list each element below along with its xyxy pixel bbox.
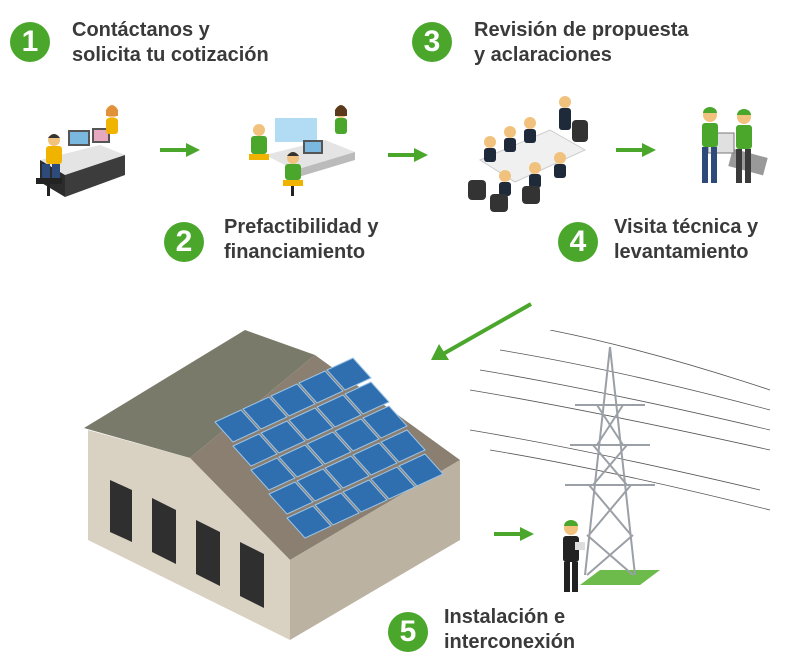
solar-panel — [306, 431, 352, 465]
solar-panel — [314, 492, 360, 526]
step-3-number: 3 — [412, 22, 452, 62]
solar-panel — [288, 407, 334, 441]
step-2-line-2: financiamiento — [224, 241, 366, 263]
arrow-right-icon — [616, 143, 656, 157]
step-1-number: 1 — [10, 22, 50, 62]
solar-panel — [214, 409, 260, 443]
solar-panel — [296, 468, 342, 502]
technicians-icon — [702, 107, 768, 183]
solar-panel-array — [214, 357, 444, 539]
step-4-line-2: levantamiento — [614, 241, 749, 263]
step-1-line-1: Contáctanos y — [72, 19, 210, 41]
arrow-diagonal-icon — [431, 302, 532, 360]
solar-panel — [250, 457, 296, 491]
solar-panel — [344, 381, 390, 415]
step-4-number: 4 — [558, 222, 598, 262]
solar-panel — [352, 442, 398, 476]
door-label-a: A — [118, 477, 124, 486]
step-5-line-1: Instalación e — [444, 606, 566, 628]
step-1-title: Contáctanos y solicita tu cotización — [72, 18, 269, 68]
step-3-line-2: y aclaraciones — [474, 44, 612, 66]
solar-panel — [326, 357, 372, 391]
solar-panel — [324, 455, 370, 489]
step-2-number: 2 — [164, 222, 204, 262]
solar-panel — [242, 396, 288, 430]
solar-panel — [232, 433, 278, 467]
solar-panel — [316, 394, 362, 428]
solar-panel — [268, 481, 314, 515]
solar-panel — [380, 429, 426, 463]
step-3-title: Revisión de propuesta y aclaraciones — [474, 18, 689, 68]
power-tower-icon — [565, 346, 660, 585]
solar-panel — [362, 405, 408, 439]
step-5-title: Instalación e interconexión — [444, 605, 575, 655]
step-2-line-1: Prefactibilidad y — [224, 216, 379, 238]
solar-panel — [342, 479, 388, 513]
office-worker-icon — [36, 105, 125, 197]
solar-warehouse-icon: A B C D — [84, 330, 460, 640]
door-label-c: C — [205, 518, 211, 527]
door-label-b: B — [161, 496, 166, 505]
step-3-line-1: Revisión de propuesta — [474, 19, 689, 41]
step-5-line-2: interconexión — [444, 631, 576, 653]
solar-panel — [270, 383, 316, 417]
step-4-line-1: Visita técnica y — [614, 216, 759, 238]
step-4-title: Visita técnica y levantamiento — [614, 215, 758, 265]
arrow-right-icon — [388, 148, 428, 162]
solar-panel — [298, 370, 344, 404]
engineer-icon — [563, 520, 585, 592]
arrow-right-icon — [160, 143, 200, 157]
step-2-title: Prefactibilidad y financiamiento — [224, 215, 379, 265]
solar-panel — [278, 444, 324, 478]
solar-panel — [260, 420, 306, 454]
team-desk-icon — [249, 105, 355, 196]
door-label-d: D — [249, 540, 255, 549]
meeting-table-icon — [468, 96, 588, 212]
solar-panel — [370, 466, 416, 500]
step-5-number: 5 — [388, 612, 428, 652]
solar-panel — [286, 505, 332, 539]
solar-panel — [334, 418, 380, 452]
solar-panel — [398, 453, 444, 487]
step-1-line-2: solicita tu cotización — [72, 44, 269, 66]
arrow-right-icon — [494, 527, 534, 541]
